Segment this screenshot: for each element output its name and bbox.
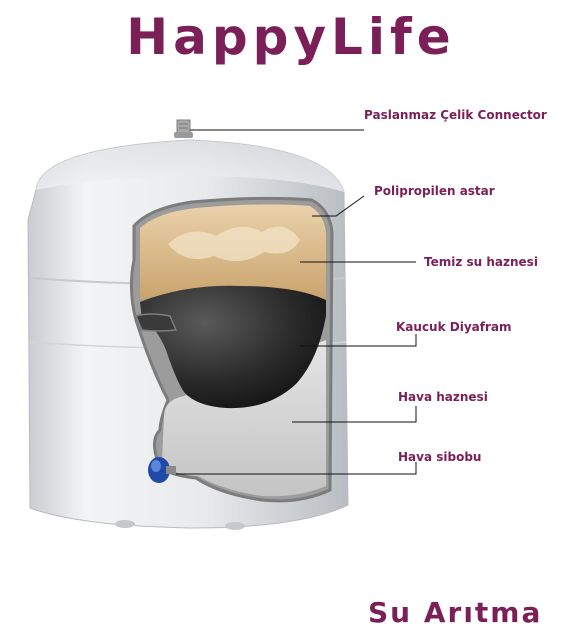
- leader-air-valve: [176, 462, 417, 475]
- leader-lines: [176, 129, 417, 475]
- label-diaphragm: Kaucuk Diyafram: [396, 320, 512, 334]
- label-connector: Paslanmaz Çelik Connector: [364, 108, 547, 122]
- footer-brand: Su Arıtma: [368, 596, 543, 629]
- label-air-chamber: Hava haznesi: [398, 390, 488, 404]
- air-valve-icon: [148, 457, 176, 483]
- leader-air-chamber: [292, 406, 417, 423]
- brand-title: HappyLife: [126, 8, 456, 66]
- label-air-valve: Hava sibobu: [398, 450, 482, 464]
- leader-liner: [312, 195, 365, 217]
- rubber-diaphragm: [140, 285, 326, 409]
- connector-icon: [174, 119, 193, 138]
- leader-diaphragm: [300, 334, 417, 347]
- label-clean-water: Temiz su haznesi: [424, 255, 538, 269]
- label-liner: Polipropilen astar: [374, 184, 495, 198]
